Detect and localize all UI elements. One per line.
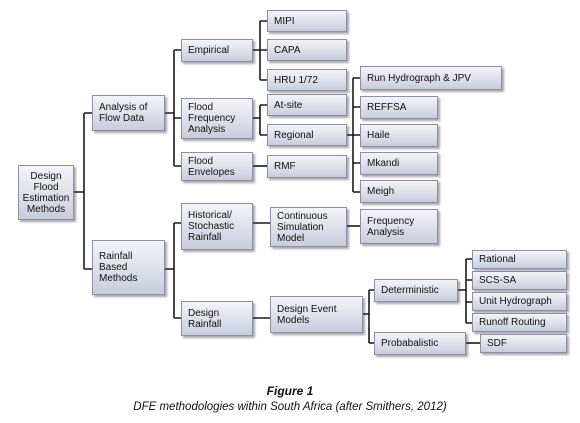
connector: [253, 20, 267, 81]
connector: [253, 104, 267, 136]
node-mipi: MIPI: [267, 10, 347, 32]
node-rational: Rational: [472, 250, 567, 269]
figure-title: Figure 1: [266, 384, 314, 398]
connector: [165, 49, 181, 167]
node-design-event: Design Event Models: [270, 296, 363, 333]
node-design-flood: Design Flood Estimation Methods: [18, 165, 74, 220]
node-analysis-flow: Analysis of Flow Data: [92, 95, 165, 131]
node-reffsa: REFFSA: [360, 96, 438, 119]
connector: [165, 222, 181, 319]
node-rainfall-based: Rainfall Based Methods: [92, 240, 165, 295]
node-historical: Historical/ Stochastic Rainfall: [181, 203, 253, 250]
node-empirical: Empirical: [181, 39, 253, 62]
node-frequency-analysis: Frequency Analysis: [360, 209, 438, 244]
node-rmf: RMF: [267, 155, 347, 178]
node-at-site: At-site: [267, 94, 347, 116]
node-probabalistic: Probabalistic: [374, 332, 466, 355]
node-sdf: SDF: [480, 334, 567, 353]
node-design-rainfall: Design Rainfall: [181, 301, 253, 336]
node-hru: HRU 1/72: [267, 69, 347, 91]
connector: [74, 112, 92, 270]
connector: [347, 77, 360, 193]
node-run-hydrograph: Run Hydrograph & JPV: [360, 66, 502, 90]
node-flood-frequency: Flood Frequency Analysis: [181, 98, 253, 139]
node-continuous: Continuous Simulation Model: [270, 207, 347, 247]
figure-caption: DFE methodologies within South Africa (a…: [133, 401, 447, 413]
node-mkandi: Mkandi: [360, 152, 438, 175]
node-unit-hydrograph: Unit Hydrograph: [472, 292, 567, 311]
node-deterministic: Deterministic: [374, 279, 458, 302]
connector: [363, 289, 374, 344]
node-haile: Haile: [360, 124, 438, 147]
node-capa: CAPA: [267, 39, 347, 61]
node-scs-sa: SCS-SA: [472, 271, 567, 290]
node-runoff-routing: Runoff Routing: [472, 313, 567, 332]
node-meigh: Meigh: [360, 180, 438, 203]
node-regional: Regional: [267, 124, 347, 146]
node-flood-envelopes: Flood Envelopes: [181, 152, 253, 181]
connector: [458, 258, 472, 324]
